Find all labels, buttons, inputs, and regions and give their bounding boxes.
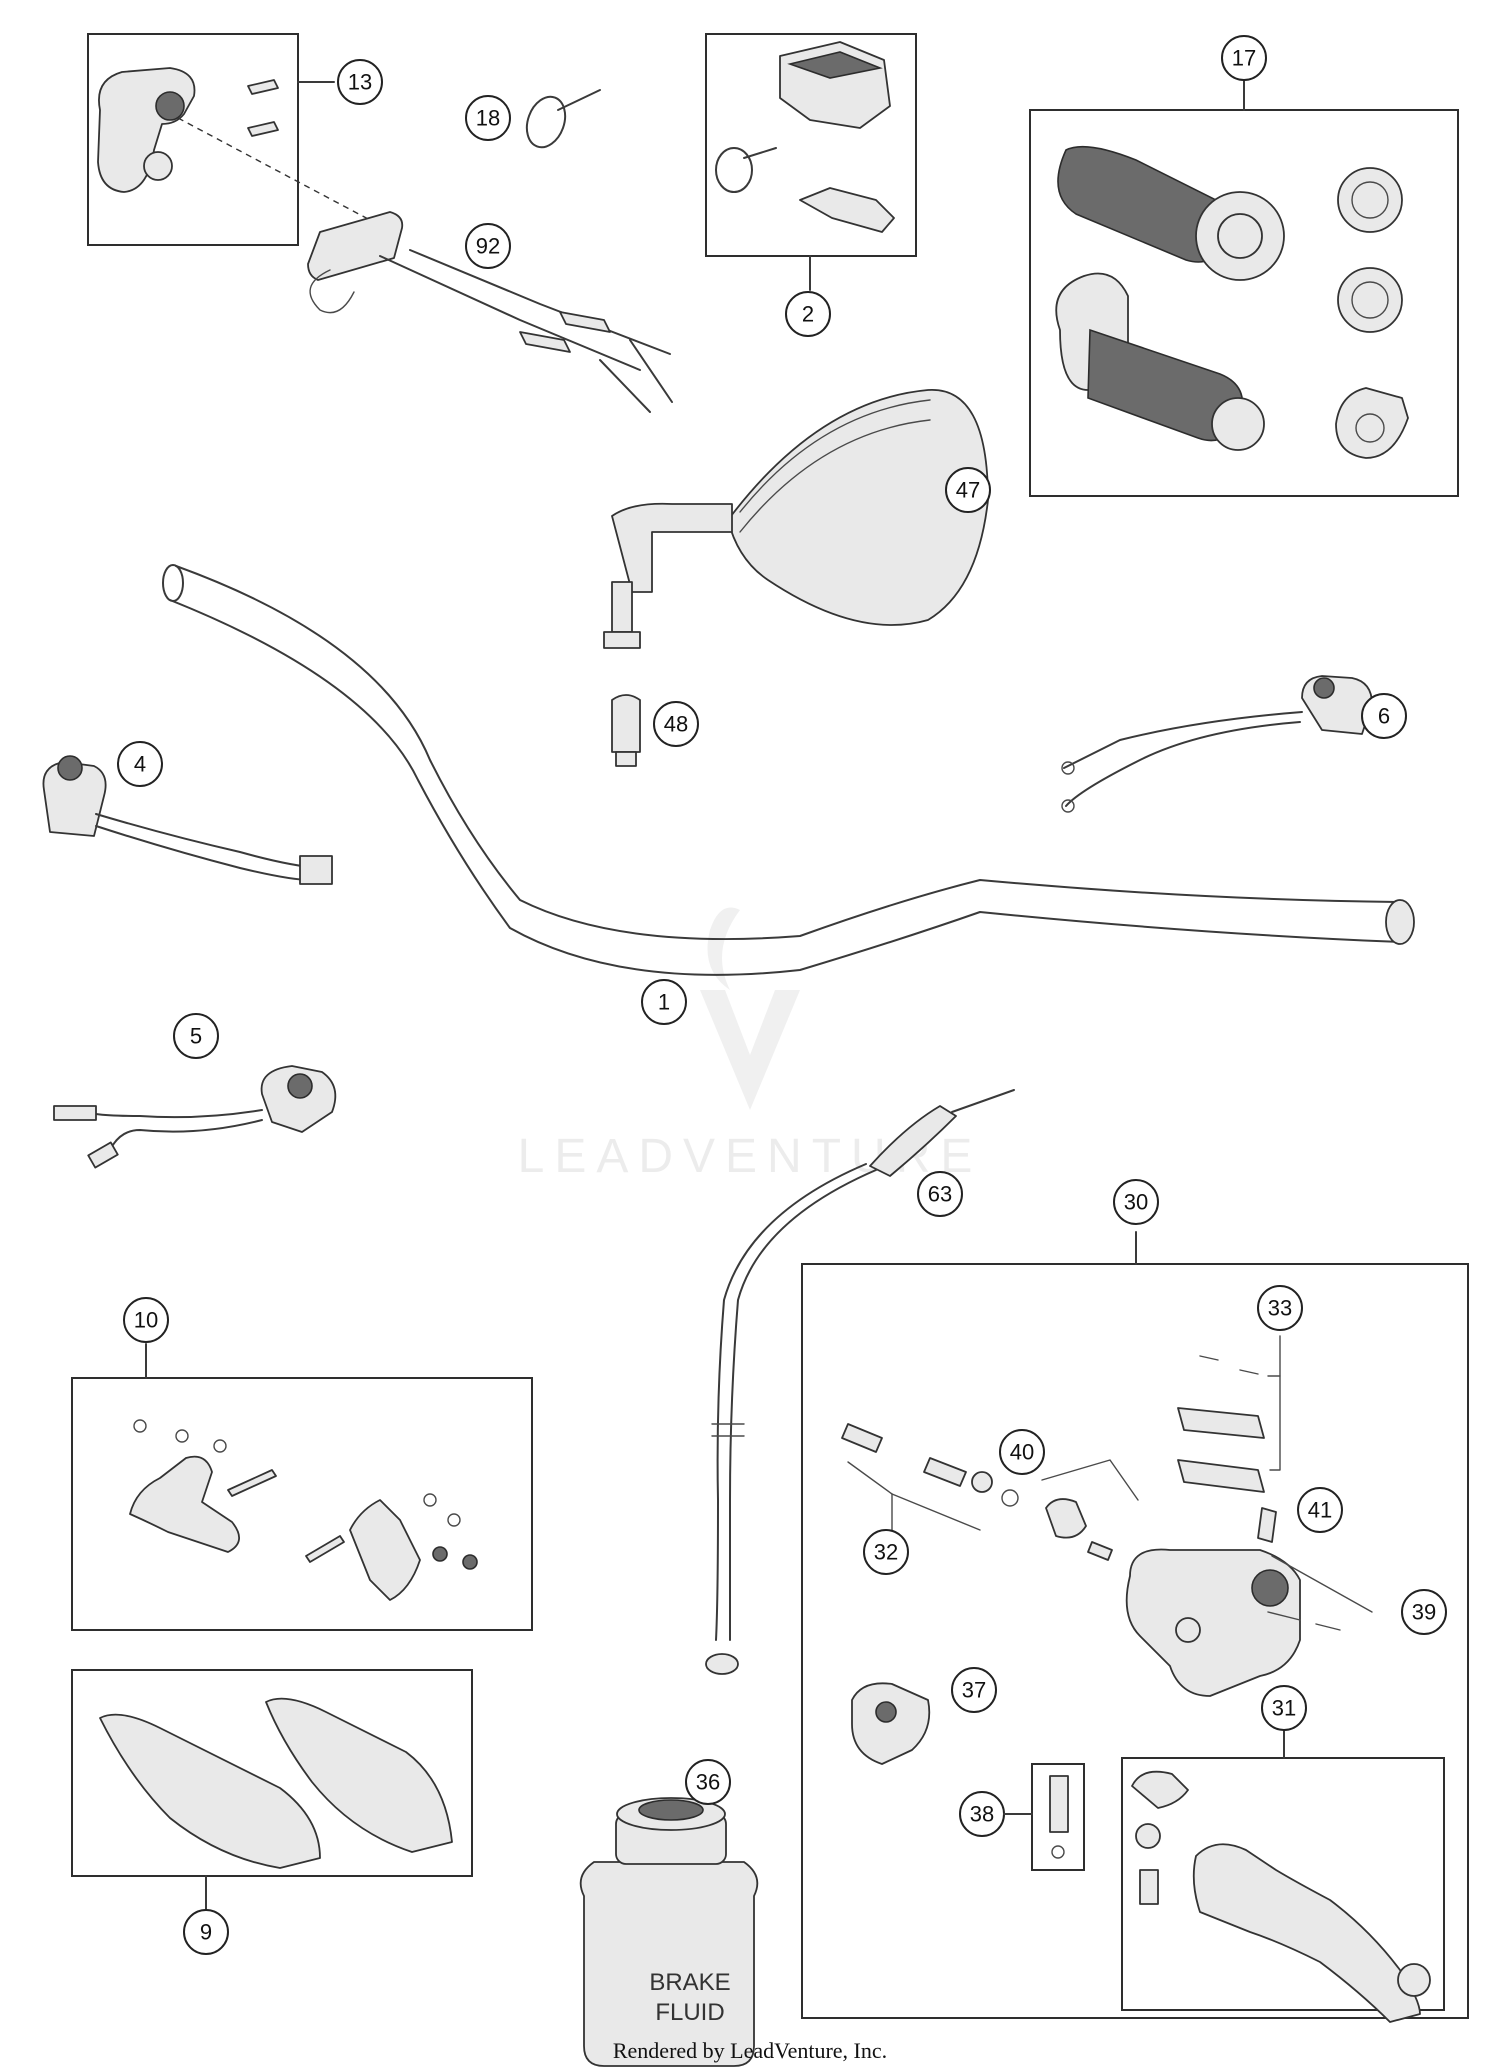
callout-10-label: 10: [134, 1308, 158, 1333]
part-32-piston-kit: [841, 1423, 1019, 1531]
part-1-handlebar: [162, 564, 1415, 976]
callout-63-label: 63: [928, 1182, 952, 1207]
callout-18: 18: [465, 95, 511, 141]
callout-5-label: 5: [190, 1024, 202, 1049]
part-41-39-reservoir-body: [1125, 1507, 1373, 1697]
callout-9-label: 9: [200, 1920, 212, 1945]
part-31-brake-lever: [1121, 1729, 1445, 2023]
part-30-brake-master-cylinder: [801, 1231, 1469, 2019]
part-38-pivot-pin: [1031, 1763, 1085, 1871]
callout-1-label: 1: [658, 990, 670, 1015]
part-17-grips: [1029, 79, 1459, 497]
brake-fluid-label-line2: FLUID: [655, 1999, 724, 2026]
callout-38-label: 38: [970, 1802, 994, 1827]
callout-6: 6: [1361, 693, 1407, 739]
part-10-clamp-set: [71, 1343, 533, 1631]
part-33-pads-and-screws: [1177, 1335, 1281, 1493]
callout-40: 40: [999, 1429, 1045, 1475]
callout-30: 30: [1113, 1179, 1159, 1225]
footer-credit: Rendered by LeadVenture, Inc.: [613, 2038, 887, 2063]
part-40-boot: [1041, 1459, 1139, 1561]
callout-36: 36: [685, 1759, 731, 1805]
callout-47: 47: [945, 467, 991, 513]
part-47-mirror: [603, 389, 989, 649]
callout-33-label: 33: [1268, 1296, 1292, 1321]
callout-4-label: 4: [134, 752, 146, 777]
callout-38: 38: [959, 1791, 1033, 1837]
part-9-handguards: [71, 1669, 473, 1911]
callout-33: 33: [1257, 1285, 1303, 1331]
callout-92: 92: [465, 223, 511, 269]
callout-41: 41: [1297, 1487, 1343, 1533]
part-18-cable-tie: [525, 89, 601, 149]
callout-48-label: 48: [664, 712, 688, 737]
callout-47-label: 47: [956, 478, 980, 503]
part-4-left-switch: [42, 755, 333, 885]
part-36-brake-fluid: BRAKE FLUID: [579, 1797, 759, 2067]
callout-13: 13: [337, 59, 383, 105]
callout-18-label: 18: [476, 106, 500, 131]
callout-31: 31: [1261, 1685, 1307, 1731]
callout-2-label: 2: [802, 302, 814, 327]
callout-9: 9: [183, 1909, 229, 1955]
part-48-bar-end: [611, 694, 641, 767]
callout-2: 2: [785, 291, 831, 337]
brake-fluid-label-line1: BRAKE: [649, 1969, 730, 1996]
callout-48: 48: [653, 701, 699, 747]
callout-13-label: 13: [348, 70, 372, 95]
callout-17-label: 17: [1232, 46, 1256, 71]
part-5-switch: [53, 1065, 337, 1169]
callout-40-label: 40: [1010, 1440, 1034, 1465]
callout-63: 63: [917, 1171, 963, 1217]
part-2-switch-box: [705, 33, 917, 291]
callout-4: 4: [117, 741, 163, 787]
callout-17: 17: [1221, 35, 1267, 81]
callout-1: 1: [641, 979, 687, 1025]
callout-39: 39: [1401, 1589, 1447, 1635]
callout-32-label: 32: [874, 1540, 898, 1565]
part-63-brake-line: [705, 1089, 1015, 1675]
callout-37: 37: [951, 1667, 997, 1713]
callout-92-label: 92: [476, 234, 500, 259]
callout-31-label: 31: [1272, 1696, 1296, 1721]
part-13-throttle-housing: [87, 33, 335, 246]
callout-37-label: 37: [962, 1678, 986, 1703]
callout-36-label: 36: [696, 1770, 720, 1795]
callout-5: 5: [173, 1013, 219, 1059]
part-37-reservoir-cap: [851, 1682, 931, 1765]
part-92-throttle-cables: [177, 117, 673, 413]
callout-30-label: 30: [1124, 1190, 1148, 1215]
callout-32: 32: [863, 1529, 909, 1575]
callout-39-label: 39: [1412, 1600, 1436, 1625]
part-6-right-switch: [1061, 675, 1373, 813]
callout-10: 10: [123, 1297, 169, 1343]
callout-41-label: 41: [1308, 1498, 1332, 1523]
callout-6-label: 6: [1378, 704, 1390, 729]
